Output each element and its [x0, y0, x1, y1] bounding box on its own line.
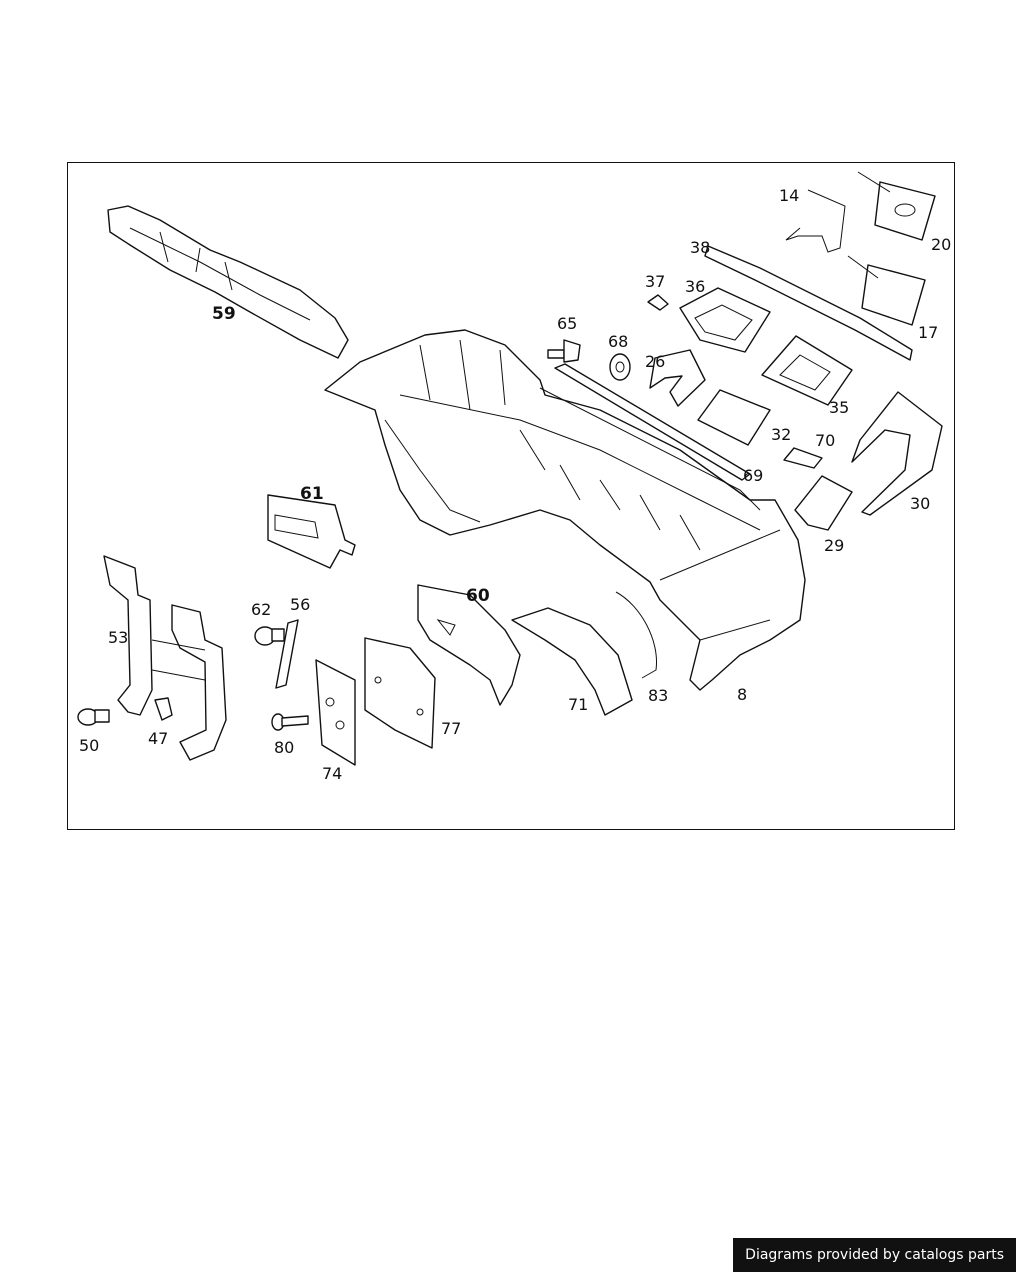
part-61-block	[267, 494, 356, 569]
label-14: 14	[779, 186, 799, 205]
label-70: 70	[815, 431, 835, 450]
label-50: 50	[79, 736, 99, 755]
label-53: 53	[108, 628, 128, 647]
credit-badge: Diagrams provided by catalogs parts	[733, 1238, 1016, 1272]
part-26-grille	[649, 349, 706, 407]
part-83-seal	[615, 591, 657, 679]
label-77: 77	[441, 719, 461, 738]
label-32: 32	[771, 425, 791, 444]
label-37: 37	[645, 272, 665, 291]
part-60-support	[417, 584, 521, 706]
part-59-energy-absorber	[107, 205, 349, 359]
part-69-strip	[554, 363, 751, 481]
label-36: 36	[685, 277, 705, 296]
label-59: 59	[212, 304, 236, 324]
label-8: 8	[737, 685, 747, 704]
label-26: 26	[645, 352, 665, 371]
part-74-plate	[315, 659, 356, 766]
label-69: 69	[743, 466, 763, 485]
label-68: 68	[608, 332, 628, 351]
part-bumper-cover	[324, 329, 806, 691]
label-35: 35	[829, 398, 849, 417]
part-53-bracket	[103, 555, 227, 761]
label-83: 83	[648, 686, 668, 705]
label-17: 17	[918, 323, 938, 342]
part-17-cover	[847, 255, 926, 326]
diagram-frame	[67, 162, 955, 830]
part-77-plate	[364, 637, 436, 749]
part-38-strip	[704, 245, 913, 361]
part-68-nut	[609, 353, 631, 381]
label-29: 29	[824, 536, 844, 555]
part-14-bracket	[785, 189, 846, 253]
label-71: 71	[568, 695, 588, 714]
part-70-pad	[783, 447, 823, 469]
part-71-trim	[511, 607, 633, 716]
part-35-frame	[761, 335, 853, 406]
part-56-strap	[275, 619, 299, 689]
label-20: 20	[931, 235, 951, 254]
part-32-panel	[697, 389, 771, 446]
part-29-trim	[794, 475, 853, 531]
part-36-frame	[679, 287, 771, 353]
part-47-clip	[154, 697, 173, 721]
label-60: 60	[466, 586, 490, 606]
part-65-bolt	[547, 339, 581, 363]
part-62-bolt	[254, 626, 285, 646]
label-56: 56	[290, 595, 310, 614]
label-65: 65	[557, 314, 577, 333]
label-47: 47	[148, 729, 168, 748]
label-38: 38	[690, 238, 710, 257]
label-61: 61	[300, 484, 324, 504]
label-74: 74	[322, 764, 342, 783]
part-20-cover	[857, 171, 936, 241]
part-37-clip	[647, 294, 669, 311]
label-30: 30	[910, 494, 930, 513]
part-50-bolt	[77, 708, 110, 726]
label-80: 80	[274, 738, 294, 757]
part-30-trim	[851, 391, 943, 516]
label-62: 62	[251, 600, 271, 619]
part-80-screw	[271, 713, 309, 731]
